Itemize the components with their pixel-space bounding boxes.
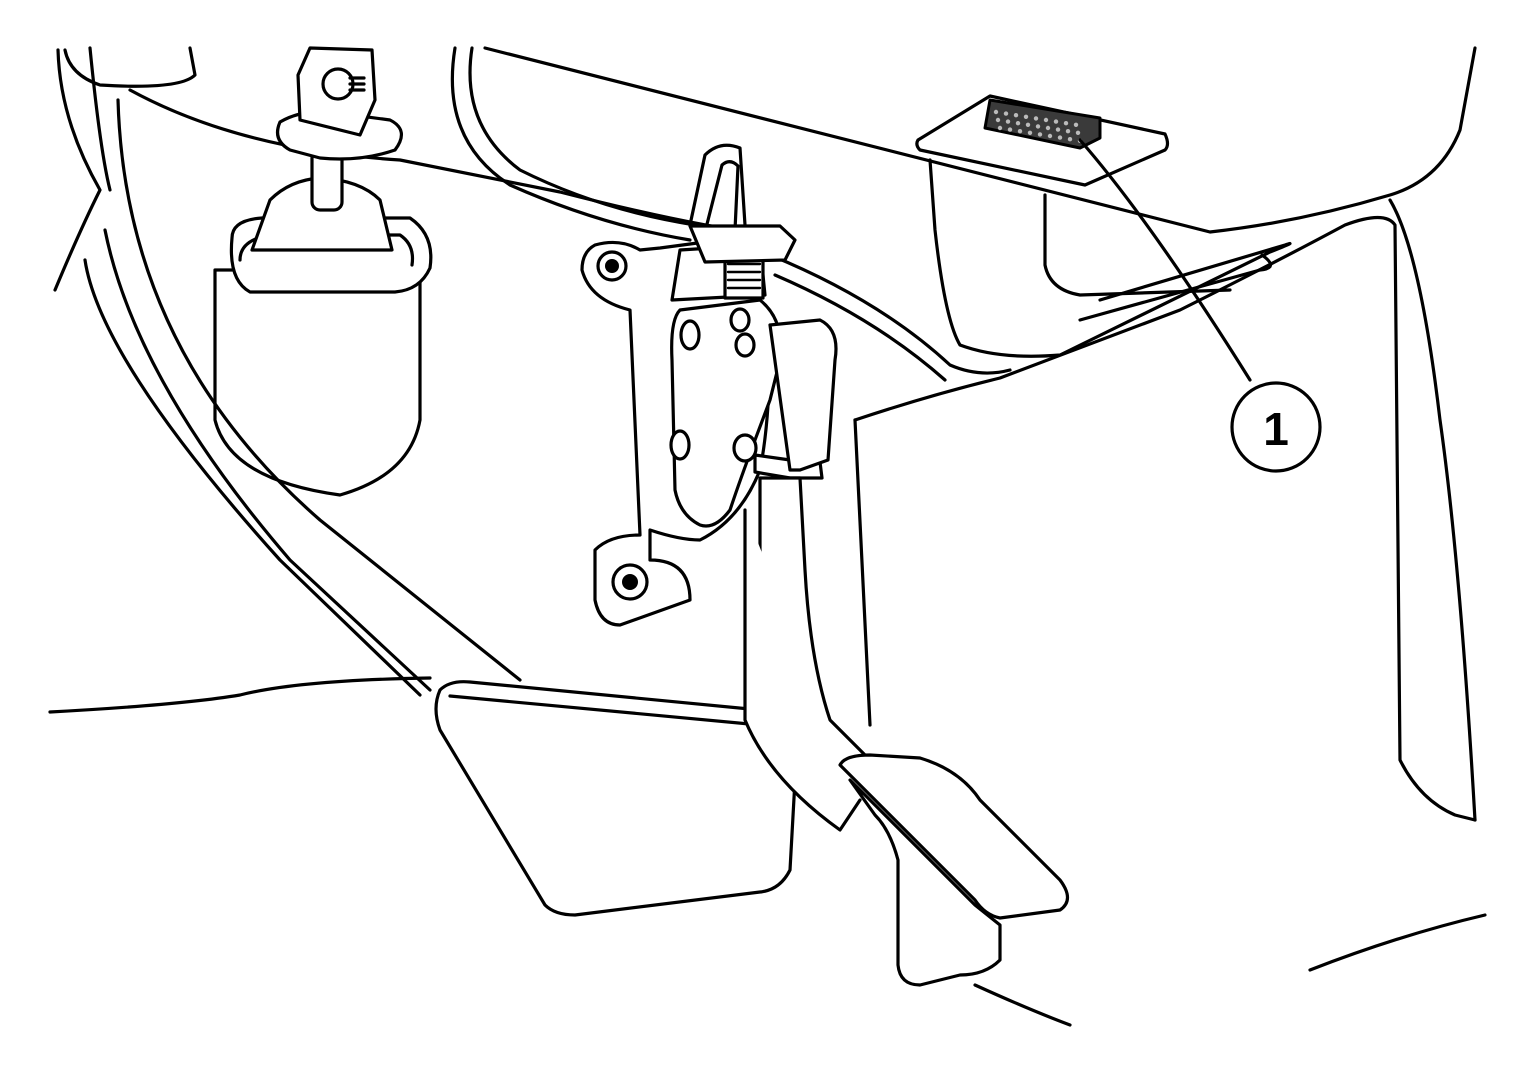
connector-pin [1053, 119, 1059, 124]
connector-pin [1055, 127, 1061, 132]
connector-pin [997, 125, 1003, 131]
wiring-harness [450, 46, 1012, 382]
connector-pin [1025, 122, 1031, 128]
connector-pin [1023, 114, 1029, 120]
connector-pin [1063, 121, 1069, 126]
side-trim-panel [853, 158, 1487, 972]
connector-pin [1017, 129, 1023, 134]
leader-line [1078, 138, 1252, 382]
connector-pin [1015, 121, 1021, 126]
connector-pin [1073, 122, 1079, 128]
connector-pin [1013, 113, 1019, 118]
connector-pin [1047, 133, 1053, 139]
connector-pin [1003, 111, 1009, 116]
connector-pin [1067, 137, 1073, 142]
connector-pin [1007, 127, 1013, 132]
brake-booster [213, 46, 433, 497]
accelerator-pedal-module [580, 238, 890, 832]
diagnostic-connector [915, 94, 1170, 187]
connector-pin [1005, 119, 1011, 124]
connector-pin [1045, 125, 1051, 131]
connector-pin [1065, 129, 1071, 134]
accelerator-connector [670, 224, 797, 302]
connector-pin [1043, 117, 1049, 123]
diagnostic-connector-body [983, 98, 1102, 150]
accelerator-pedal-pad [838, 753, 1072, 1027]
callout-1: 1 [1078, 138, 1322, 473]
connector-pin [1075, 130, 1081, 135]
connector-pin [1037, 132, 1043, 137]
connector-pin [1035, 124, 1041, 129]
connector-pin [1033, 116, 1039, 121]
callout-label: 1 [1263, 403, 1289, 455]
connector-pin [995, 117, 1001, 123]
callout-circle [1230, 381, 1322, 473]
connector-pin [993, 109, 999, 115]
connector-pin [1057, 135, 1063, 140]
connector-pin [1027, 130, 1033, 135]
